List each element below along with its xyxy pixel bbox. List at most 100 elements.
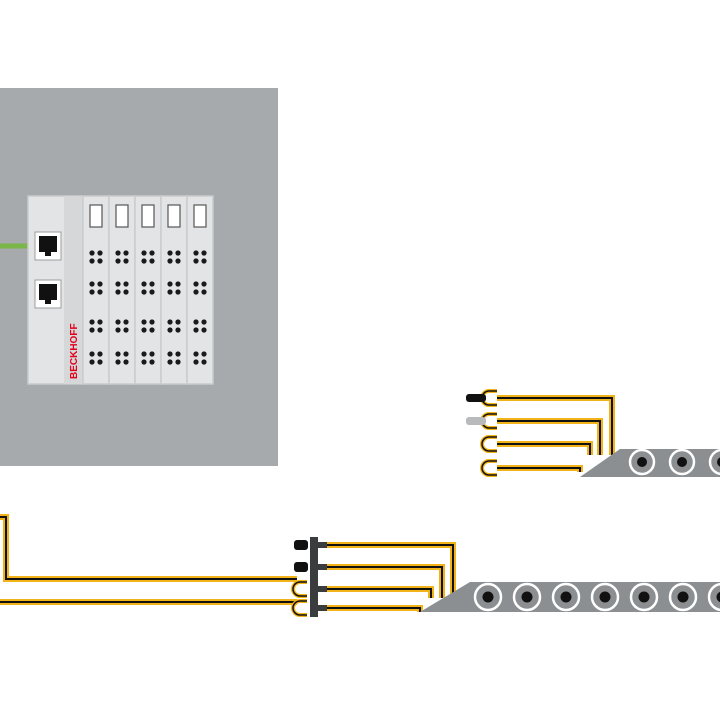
led-dot [123, 289, 129, 295]
roller-track-lower [420, 582, 720, 612]
roller-icon [668, 582, 698, 612]
led-dot [97, 359, 103, 365]
led-dot [89, 289, 95, 295]
led-dot [141, 281, 147, 287]
led-dot [123, 351, 129, 357]
led-dot [175, 351, 181, 357]
terminal-module [134, 195, 162, 385]
led-dot [167, 351, 173, 357]
led-dot [89, 327, 95, 333]
led-dot [149, 258, 155, 264]
roller-icon [668, 448, 696, 476]
led-dot [123, 359, 129, 365]
pin [294, 540, 308, 550]
label-slot [193, 204, 207, 228]
led-dot [115, 281, 121, 287]
led-dot [97, 351, 103, 357]
terminal-module [82, 195, 110, 385]
led-dot [175, 258, 181, 264]
roller-icon [629, 582, 659, 612]
led-dot [175, 359, 181, 365]
led-dot [115, 327, 121, 333]
led-dot [97, 327, 103, 333]
led-dot [115, 289, 121, 295]
contact-icon [294, 540, 327, 550]
roller-icon [628, 448, 656, 476]
led-dot [89, 281, 95, 287]
led-dot [193, 281, 199, 287]
led-dot [193, 351, 199, 357]
led-dot [149, 351, 155, 357]
wiring-group-upper [497, 395, 615, 472]
led-dot [115, 250, 121, 256]
led-dot [141, 250, 147, 256]
led-dot [175, 250, 181, 256]
wiring-group-lower [0, 514, 456, 612]
led-dot [149, 359, 155, 365]
contact-icon [291, 580, 327, 598]
led-dot [167, 258, 173, 264]
pin [294, 562, 308, 572]
led-dot [123, 281, 129, 287]
led-dot [149, 289, 155, 295]
led-dot [115, 319, 121, 325]
label-slot [167, 204, 181, 228]
terminal-module [186, 195, 214, 385]
led-dot [97, 250, 103, 256]
led-dot [193, 258, 199, 264]
led-dot [201, 258, 207, 264]
led-dot [89, 258, 95, 264]
led-dot [115, 359, 121, 365]
roller-icon [512, 582, 542, 612]
cable [497, 441, 593, 455]
terminal-module [108, 195, 136, 385]
led-dot [149, 319, 155, 325]
led-dot [193, 319, 199, 325]
led-dot [201, 327, 207, 333]
led-dot [193, 327, 199, 333]
led-dot [167, 359, 173, 365]
led-dot [167, 319, 173, 325]
roller-track-upper [580, 448, 720, 477]
led-dot [175, 281, 181, 287]
led-dot [141, 351, 147, 357]
roller-icon [708, 448, 720, 476]
roller-icon [551, 582, 581, 612]
contact-strip-upper [466, 389, 497, 477]
led-dot [123, 258, 129, 264]
led-dot [115, 258, 121, 264]
ethernet-port-icon [34, 279, 62, 309]
contact-icon [466, 412, 497, 430]
led-dot [89, 319, 95, 325]
contact-icon [466, 389, 497, 407]
contact-icon [480, 435, 497, 453]
led-dot [167, 289, 173, 295]
label-slot [115, 204, 129, 228]
led-dot [175, 327, 181, 333]
led-dot [141, 319, 147, 325]
led-dot [167, 250, 173, 256]
cable [497, 418, 603, 455]
led-dot [201, 281, 207, 287]
led-dot [123, 327, 129, 333]
led-dot [193, 250, 199, 256]
led-dot [89, 351, 95, 357]
led-dot [201, 250, 207, 256]
contact-icon [294, 562, 327, 572]
cable [497, 395, 615, 455]
led-dot [141, 327, 147, 333]
cable [325, 542, 456, 598]
led-dot [97, 258, 103, 264]
led-dot [193, 289, 199, 295]
pin [466, 394, 486, 402]
cable [325, 605, 423, 612]
led-dot [141, 258, 147, 264]
contact-icon [291, 599, 327, 617]
label-slot [89, 204, 103, 228]
contact-icon [480, 459, 497, 477]
led-dot [149, 327, 155, 333]
led-dot [89, 359, 95, 365]
contact-bar [310, 537, 318, 617]
led-dot [141, 289, 147, 295]
